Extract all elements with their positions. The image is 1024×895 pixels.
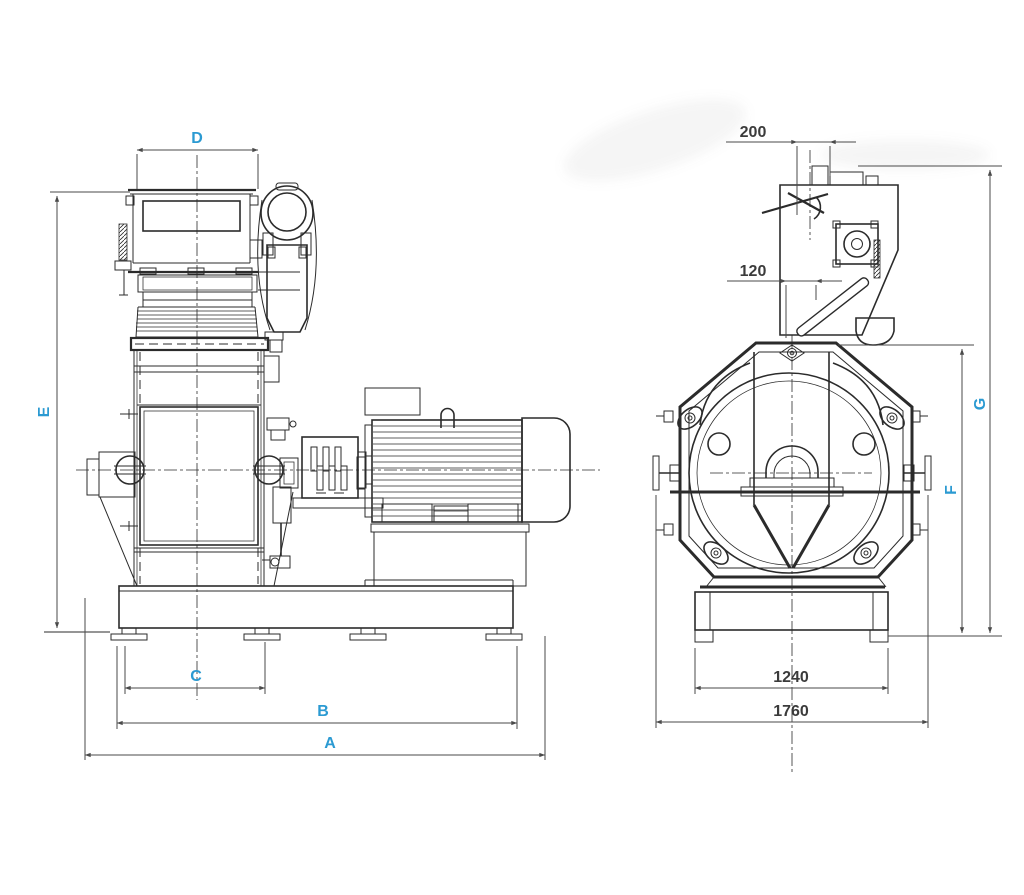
- corner-clamp: [677, 406, 703, 430]
- front-view-dimensions: 200 120 G F 1240 1760: [655, 124, 1002, 728]
- dim-label-C: C: [190, 668, 202, 685]
- corner-clamp: [879, 406, 905, 430]
- dim-label-F: F: [943, 485, 960, 495]
- dim-value-200: 200: [740, 124, 767, 141]
- dim-value-1760: 1760: [773, 703, 809, 720]
- feed-chute: [761, 165, 899, 346]
- front-view: 200 120 G F 1240 1760: [652, 124, 1002, 772]
- feed-hopper: [114, 188, 263, 296]
- dim-value-120: 120: [740, 263, 767, 280]
- dim-label-A: A: [324, 735, 336, 752]
- paper-smudge: [820, 140, 990, 170]
- side-view-centerlines: [76, 155, 600, 700]
- dim-label-G: G: [972, 398, 989, 410]
- hopper-vibrator: [257, 182, 317, 353]
- grinding-chamber: [652, 341, 932, 588]
- base-frame: [44, 579, 523, 641]
- inlet-bellows: [128, 267, 270, 352]
- side-view: D E C B A: [36, 130, 600, 760]
- motor-fins: [373, 425, 521, 517]
- machine-feet: [110, 628, 523, 641]
- dim-value-1240: 1240: [773, 669, 809, 686]
- side-latches: [652, 410, 932, 536]
- electric-motor: [356, 387, 571, 587]
- coupling-guard: [279, 436, 384, 509]
- dim-label-B: B: [317, 703, 329, 720]
- dim-label-E: E: [36, 406, 53, 417]
- dim-label-D: D: [191, 130, 203, 147]
- corner-clamp: [703, 541, 729, 565]
- side-view-dimensions: D E C B A: [36, 130, 546, 760]
- front-base: [694, 585, 889, 643]
- front-view-centerlines: [710, 150, 872, 772]
- corner-clamp: [853, 541, 879, 565]
- mill-housing: [86, 349, 297, 587]
